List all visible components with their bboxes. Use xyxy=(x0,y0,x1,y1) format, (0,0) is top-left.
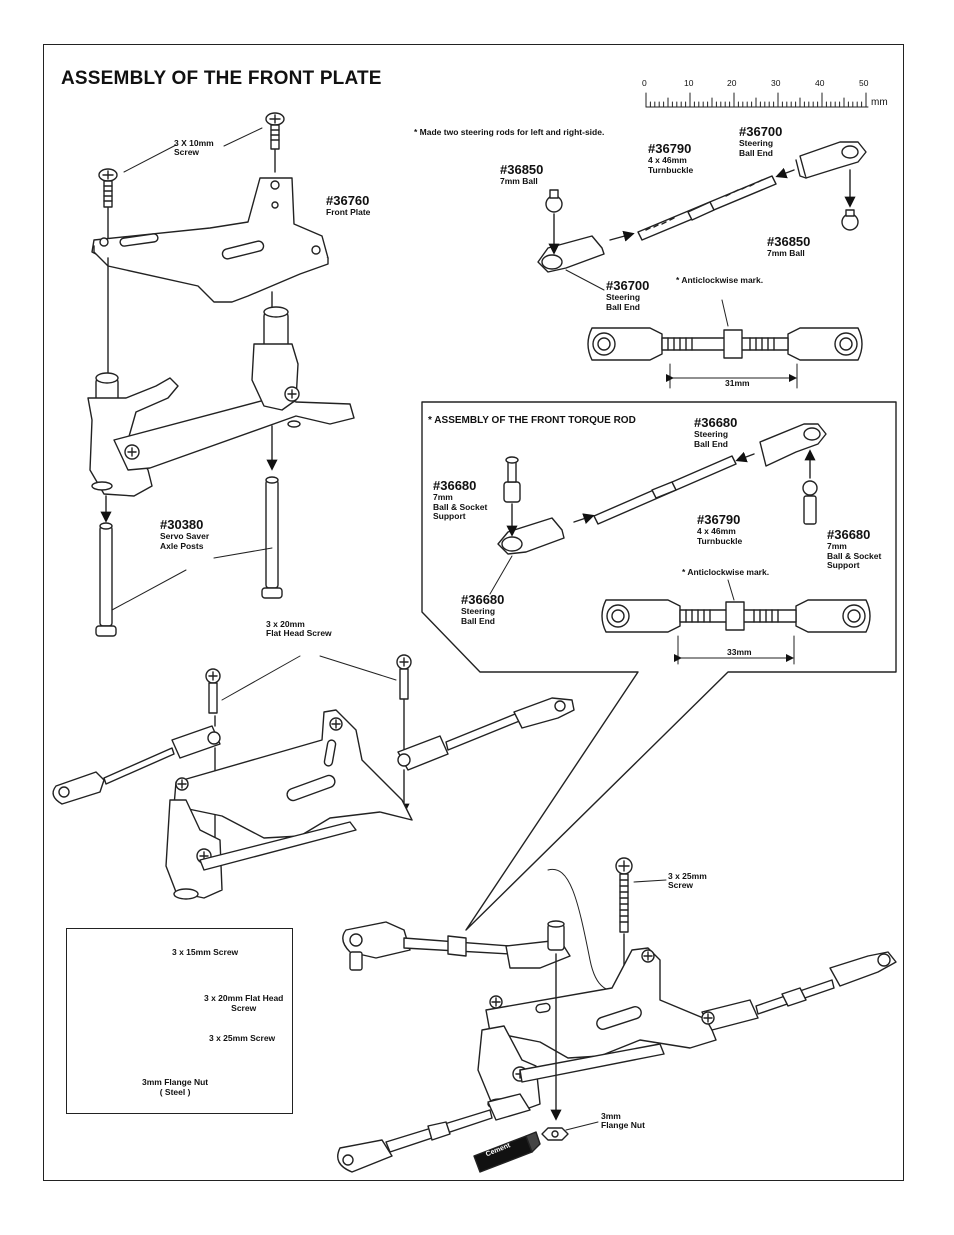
label-screw-3x25: 3 x 25mm Screw xyxy=(668,871,707,891)
screw-3x10-right xyxy=(265,112,285,150)
torque-rod-inset-box xyxy=(421,401,897,931)
label-torque-support-right: #36680 7mm Ball & Socket Support xyxy=(827,527,882,570)
label-ball-end-top-left: #36700 Steering Ball End xyxy=(606,278,650,312)
label-flange-nut: 3mm Flange Nut xyxy=(601,1111,645,1131)
label-flat-head-screw: 3 x 20mm Flat Head Screw xyxy=(266,619,332,639)
legend-label-3x20: 3 x 20mm Flat Head Screw xyxy=(204,993,284,1013)
label-torque-ball-end-bottom: #36680 Steering Ball End xyxy=(461,592,505,626)
label-ball-7mm-left: #36850 7mm Ball xyxy=(500,162,544,187)
ruler-scale xyxy=(645,92,869,108)
ruler-tick-30: 30 xyxy=(771,78,781,88)
note-two-steering-rods: * Made two steering rods for left and ri… xyxy=(414,127,605,137)
label-front-plate: #36760 Front Plate xyxy=(326,193,371,218)
label-torque-ball-end-top: #36680 Steering Ball End xyxy=(694,415,738,449)
label-turnbuckle-top: #36790 4 x 46mm Turnbuckle xyxy=(648,141,694,175)
ball-7mm-right xyxy=(841,209,859,231)
dimension-steering-rod: 31mm xyxy=(725,378,750,388)
note-anticlockwise-steering: * Anticlockwise mark. xyxy=(676,275,764,285)
label-torque-turnbuckle: #36790 4 x 46mm Turnbuckle xyxy=(697,512,743,546)
screw-3x20-right xyxy=(396,654,412,700)
ball-7mm-left xyxy=(545,189,563,213)
ruler-tick-20: 20 xyxy=(727,78,737,88)
page-title: ASSEMBLY OF THE FRONT PLATE xyxy=(61,68,382,89)
front-plate xyxy=(91,177,329,303)
ball-end-left xyxy=(537,235,605,273)
label-ball-7mm-right: #36850 7mm Ball xyxy=(767,234,811,259)
legend-label-3x15: 3 x 15mm Screw xyxy=(172,947,239,957)
ruler-unit: mm xyxy=(871,97,888,108)
legend-label-3x25: 3 x 25mm Screw xyxy=(209,1033,276,1043)
legend-label-flange-nut: 3mm Flange Nut ( Steel ) xyxy=(142,1077,209,1097)
page-frame xyxy=(43,44,904,1181)
label-torque-support-left: #36680 7mm Ball & Socket Support xyxy=(433,478,488,521)
turnbuckle-top xyxy=(637,175,777,241)
ball-end-right xyxy=(795,141,867,179)
ruler-tick-10: 10 xyxy=(684,78,694,88)
screw-3x10-left xyxy=(98,168,118,208)
label-screw-3x10: 3 X 10mm Screw xyxy=(174,138,214,158)
ruler-tick-40: 40 xyxy=(815,78,825,88)
assembled-steering-rod xyxy=(587,327,863,361)
steering-rod-exploded xyxy=(537,141,867,389)
middle-assembly xyxy=(52,654,575,900)
note-anticlockwise-torque: * Anticlockwise mark. xyxy=(682,567,770,577)
servo-saver xyxy=(87,306,355,497)
label-ball-end-top-right: #36700 Steering Ball End xyxy=(739,124,783,158)
torque-rod-exploded xyxy=(489,423,871,665)
axle-post-right xyxy=(261,476,283,599)
torque-rod-inset-title: * ASSEMBLY OF THE FRONT TORQUE ROD xyxy=(428,415,636,426)
ruler-tick-0: 0 xyxy=(642,78,647,88)
axle-post-left xyxy=(95,522,117,637)
final-assembly xyxy=(337,857,897,1173)
ruler-tick-50: 50 xyxy=(859,78,869,88)
screw-3x20-left xyxy=(205,668,221,714)
hardware-legend xyxy=(66,928,293,1114)
front-plate-exploded xyxy=(87,112,355,637)
label-servo-saver: #30380 Servo Saver Axle Posts xyxy=(160,517,210,551)
dimension-torque-rod: 33mm xyxy=(727,647,752,657)
